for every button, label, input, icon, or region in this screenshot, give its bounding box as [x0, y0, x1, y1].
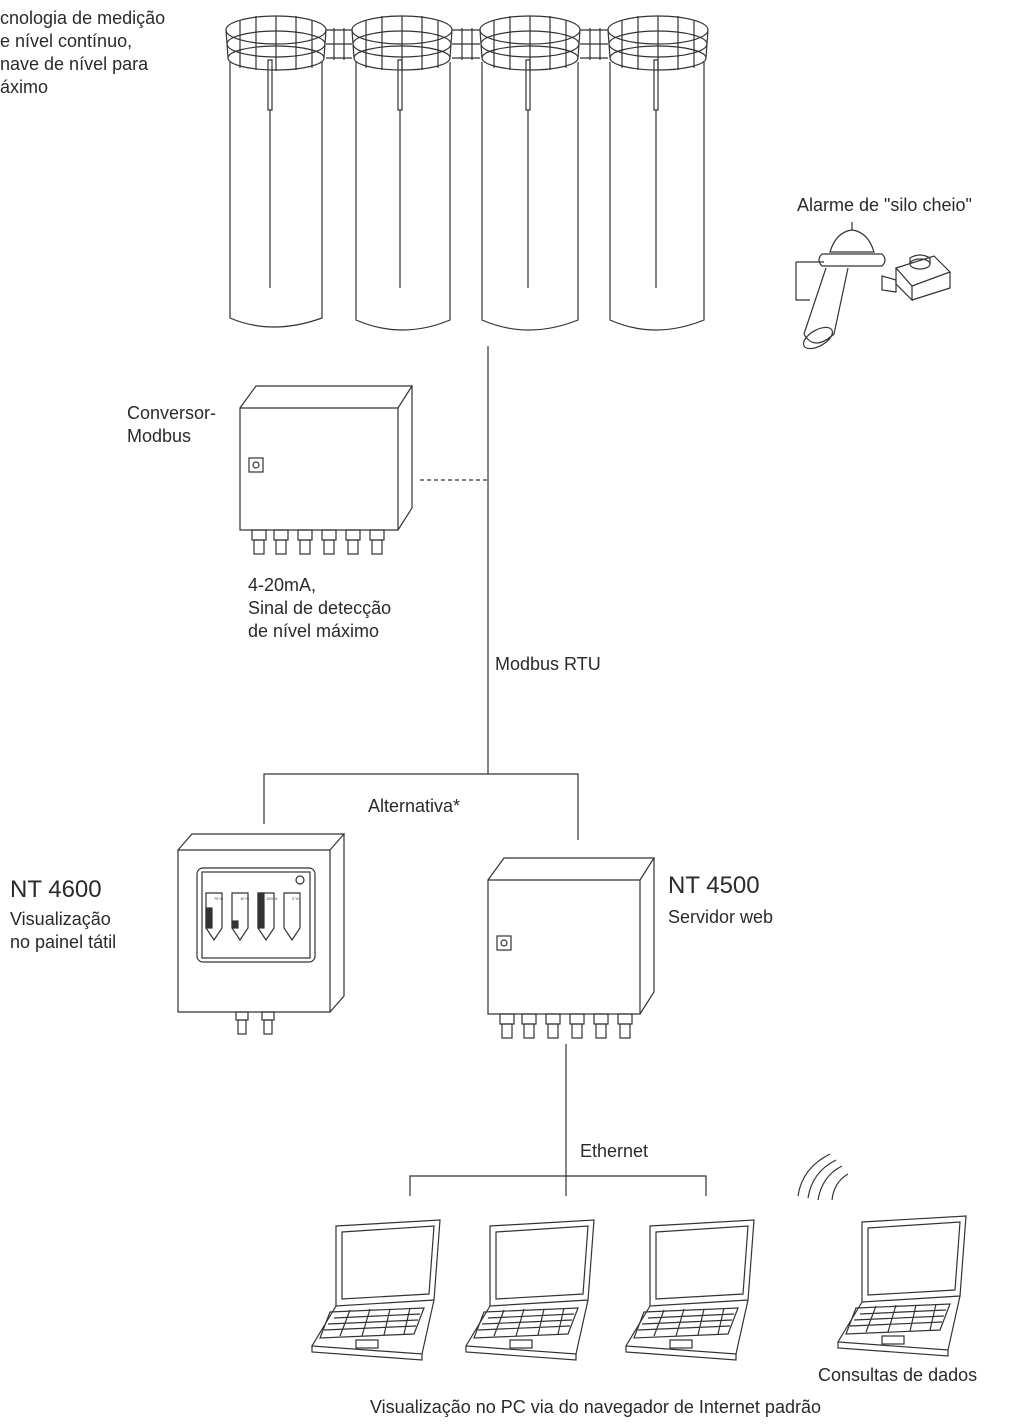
- alarm-horn-icon: [795, 222, 886, 350]
- silo-4: [607, 15, 709, 331]
- nt4600-touch-panel: [177, 833, 346, 1035]
- panel-level-1: 75 %: [214, 896, 224, 901]
- alarm-beacon-icon: [881, 254, 952, 302]
- panel-level-2: 10 %: [240, 896, 250, 901]
- footer-caption: Visualização no PC via do navegador de I…: [370, 1397, 821, 1417]
- laptop-icon-4: [836, 1215, 967, 1357]
- nt4500-model: NT 4500: [668, 872, 760, 899]
- laptop-icon-3: [624, 1219, 755, 1361]
- nt4600-description: Visualização no painel tátil: [10, 909, 117, 952]
- nt4600-model: NT 4600: [10, 876, 102, 903]
- alarm-label: Alarme de "silo cheio": [797, 195, 972, 215]
- silo-2: [351, 15, 453, 331]
- panel-level-3: 100 %: [266, 896, 278, 901]
- nt4500-description: Servidor web: [668, 907, 774, 927]
- silo-group: [225, 15, 709, 331]
- converter-label: Conversor- Modbus: [127, 403, 217, 446]
- panel-level-4: 0 %: [292, 896, 299, 901]
- ethernet-label: Ethernet: [580, 1141, 649, 1161]
- modbus-rtu-label: Modbus RTU: [495, 654, 601, 674]
- nt4500-web-server-box: [487, 857, 656, 1039]
- silo-3: [479, 15, 581, 331]
- sensor-tech-label: cnologia de medição e nível contínuo, na…: [0, 8, 166, 97]
- alternative-label: Alternativa*: [368, 796, 461, 816]
- data-queries-label: Consultas de dados: [818, 1365, 978, 1385]
- converter-signal-label: 4-20mA, Sinal de detecção de nível máxim…: [248, 575, 392, 641]
- laptop-icon-2: [464, 1219, 595, 1361]
- wireless-signal-icon: [797, 1153, 849, 1201]
- panel-silo-bars: [205, 892, 301, 942]
- laptop-icon-1: [310, 1219, 441, 1361]
- modbus-converter-box: [239, 385, 414, 555]
- silo-1: [225, 15, 327, 328]
